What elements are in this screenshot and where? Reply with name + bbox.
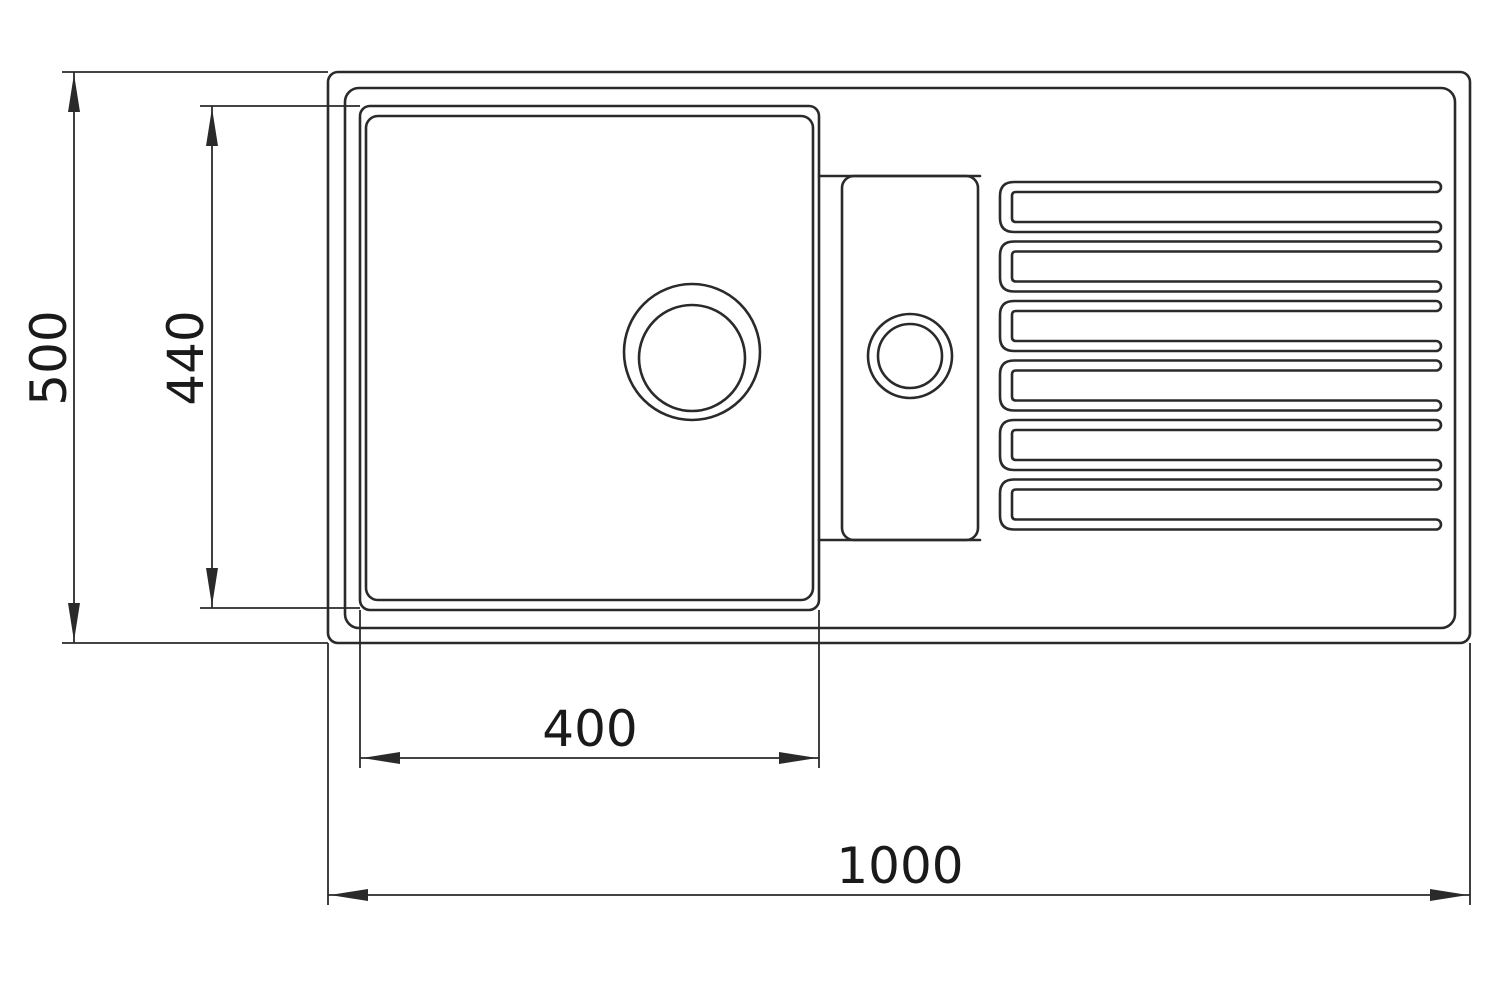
half-bowl-waste-outer [866, 312, 954, 400]
dimension-overall-depth: 500 [20, 72, 80, 643]
dimension-bowl-depth: 440 [157, 106, 218, 608]
sink-outer-edge [326, 70, 1472, 645]
dimension-overall-width-label: 1000 [836, 837, 963, 895]
half-bowl-waste-inner [876, 322, 944, 390]
dimension-bowl-depth-label: 440 [157, 310, 215, 405]
dimension-bowl-width-label: 400 [542, 700, 637, 758]
dimension-overall-depth-label: 500 [20, 310, 78, 405]
sink-inner-rim [343, 86, 1457, 630]
drainer-groove [998, 180, 1443, 234]
drainer-groove [998, 299, 1443, 353]
dimension-bowl-width: 400 [360, 700, 819, 764]
drainer-groove [998, 478, 1443, 531]
sink-outline [326, 70, 1472, 645]
half-bowl [817, 174, 982, 542]
main-bowl-waste-inner [637, 303, 747, 413]
main-bowl-rim [358, 104, 821, 612]
main-bowl [358, 104, 821, 612]
drainer [998, 180, 1443, 531]
drainer-groove [998, 418, 1443, 472]
main-bowl-basin [364, 114, 815, 602]
drainer-groove [998, 359, 1443, 412]
dimension-overall-width: 1000 [328, 837, 1470, 901]
main-bowl-waste-outer [622, 282, 762, 422]
extension-lines [62, 71, 1471, 905]
drainer-groove [998, 240, 1443, 293]
half-bowl-basin [840, 174, 980, 542]
